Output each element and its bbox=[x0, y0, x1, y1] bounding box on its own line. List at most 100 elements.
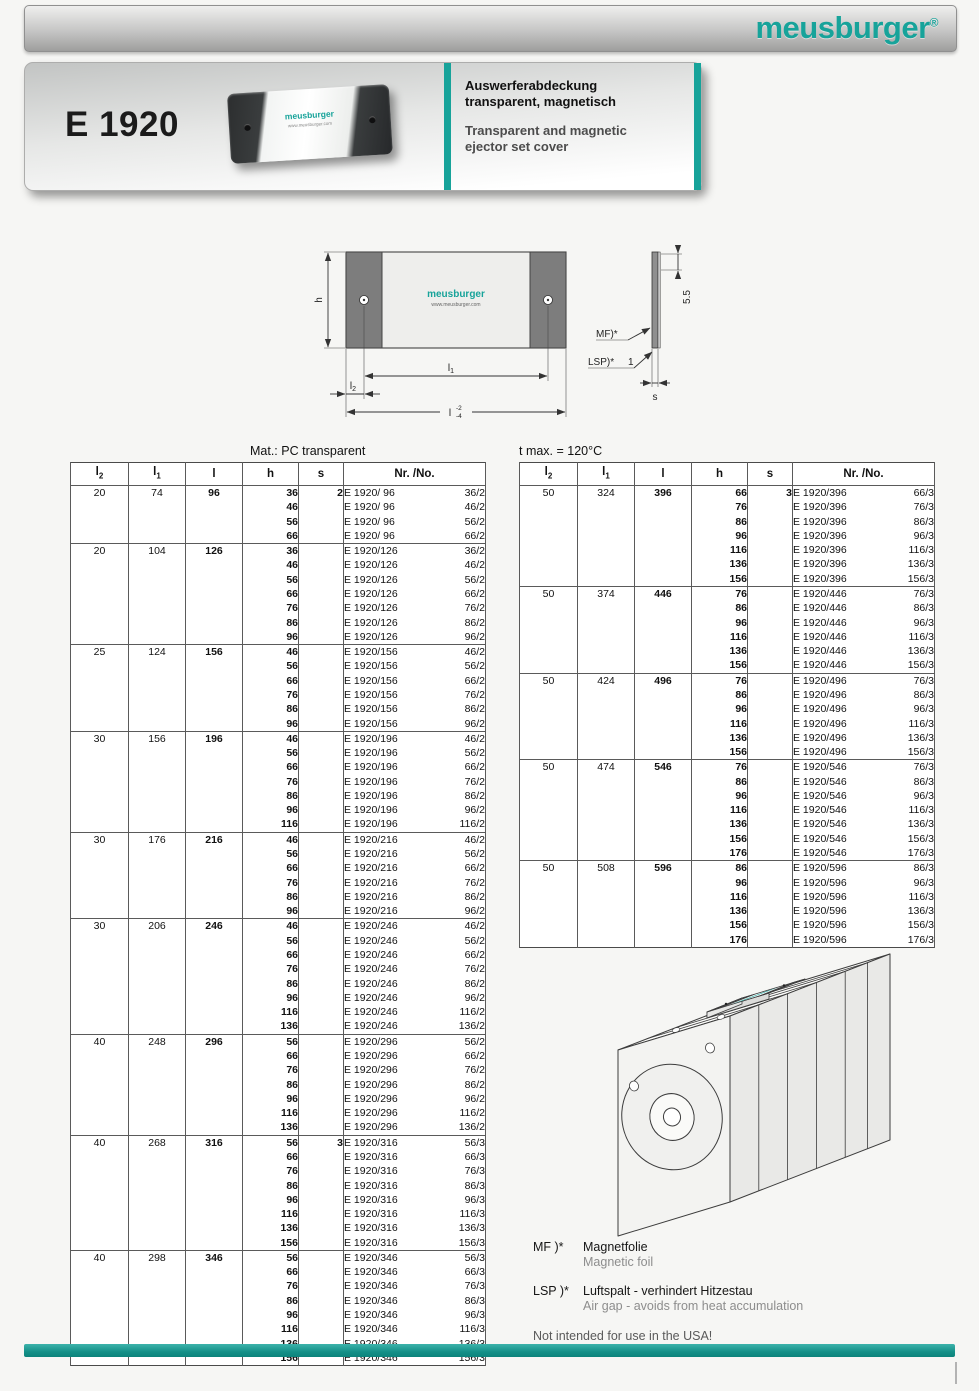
cell-h: 136 bbox=[242, 1120, 299, 1136]
cell-s bbox=[747, 759, 793, 861]
cell-h: 46 bbox=[242, 500, 299, 515]
photo-screw-hole-left bbox=[243, 123, 251, 132]
cell-l2: 30 bbox=[70, 730, 129, 833]
cell-h: 136 bbox=[242, 1221, 299, 1236]
column-header: l1 bbox=[577, 462, 635, 486]
column-header: h bbox=[691, 462, 748, 486]
cell-h: 136 bbox=[691, 817, 748, 832]
cell-l: 196 bbox=[185, 730, 243, 833]
cell-h: 86 bbox=[242, 1178, 299, 1193]
cell-h: 76 bbox=[242, 875, 299, 890]
column-header: l2 bbox=[519, 462, 578, 486]
cell-h: 76 bbox=[691, 672, 748, 688]
cell-h: 66 bbox=[242, 673, 299, 688]
cell-l: 216 bbox=[185, 831, 243, 919]
column-header: Nr. /No. bbox=[343, 462, 486, 486]
cell-h: 56 bbox=[242, 514, 299, 529]
cell-h: 56 bbox=[242, 746, 299, 761]
cell-l1: 156 bbox=[128, 730, 186, 833]
cell-h: 76 bbox=[242, 687, 299, 703]
cell-h: 76 bbox=[242, 1279, 299, 1294]
cell-l: 396 bbox=[634, 485, 692, 587]
cell-h: 156 bbox=[691, 571, 748, 587]
cell-l1: 324 bbox=[577, 485, 635, 587]
cell-h: 56 bbox=[242, 933, 299, 948]
cell-h: 86 bbox=[242, 889, 299, 905]
cell-l: 246 bbox=[185, 918, 243, 1035]
cell-h: 66 bbox=[242, 1265, 299, 1280]
cell-l1: 508 bbox=[577, 860, 635, 948]
cell-h: 46 bbox=[242, 558, 299, 573]
product-name-de-line2: transparent, magnetisch bbox=[465, 93, 616, 109]
cell-h: 156 bbox=[691, 918, 748, 933]
cell-l2: 20 bbox=[70, 543, 129, 645]
cell-h: 86 bbox=[691, 687, 748, 703]
cell-l1: 248 bbox=[128, 1033, 186, 1136]
cell-l1: 474 bbox=[577, 759, 635, 861]
cell-h: 96 bbox=[242, 1091, 299, 1107]
cell-l1: 176 bbox=[128, 831, 186, 919]
cell-l2: 50 bbox=[519, 585, 578, 674]
cell-h: 76 bbox=[242, 1063, 299, 1078]
cell-h: 116 bbox=[242, 1322, 299, 1337]
cell-h: 116 bbox=[691, 543, 748, 558]
lsp-label: LSP)* bbox=[588, 357, 614, 368]
cell-h: 86 bbox=[691, 774, 748, 789]
cell-h: 116 bbox=[242, 817, 299, 833]
cell-l1: 124 bbox=[128, 644, 186, 732]
cell-h: 76 bbox=[691, 585, 748, 602]
